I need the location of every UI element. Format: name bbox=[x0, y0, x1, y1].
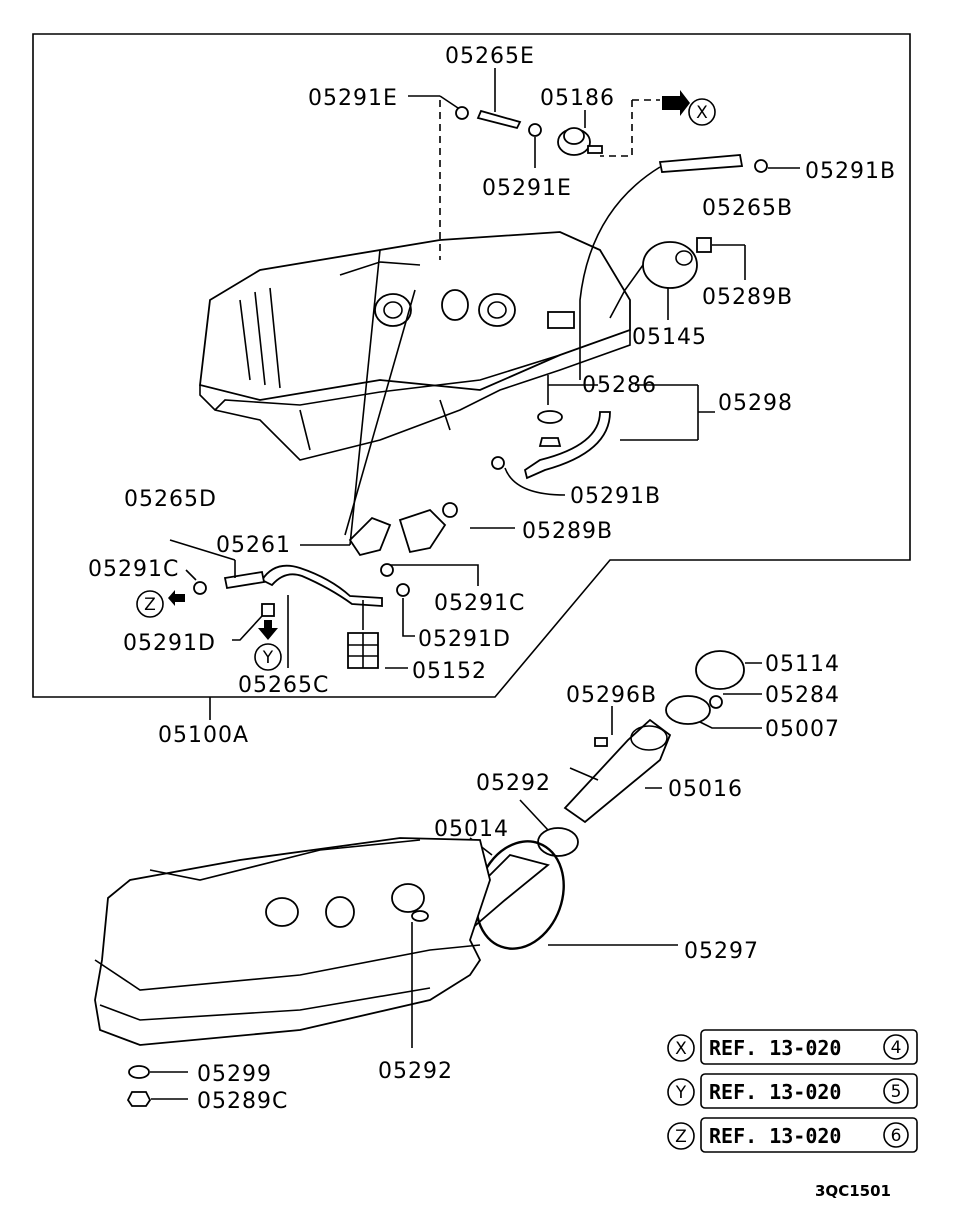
label-05265C: 05265C bbox=[238, 673, 329, 698]
hose-05265B bbox=[658, 154, 744, 173]
label-05291B-mid: 05291B bbox=[570, 484, 661, 509]
reference-number: 5 bbox=[891, 1082, 902, 1102]
nut-05289C bbox=[126, 1091, 152, 1107]
clip-05291E-left bbox=[455, 106, 469, 120]
label-05265D: 05265D bbox=[124, 487, 217, 512]
label-05284: 05284 bbox=[765, 683, 840, 708]
sender-unit-05145 bbox=[609, 237, 746, 320]
drawing-code: 3QC1501 bbox=[815, 1182, 891, 1200]
leaders-top bbox=[408, 68, 800, 260]
svg-text:X: X bbox=[696, 103, 708, 123]
reference-row-z: Z REF. 13-020 6 bbox=[667, 1117, 918, 1153]
label-05016: 05016 bbox=[668, 777, 743, 802]
washer-05299 bbox=[128, 1065, 150, 1079]
hose-05298 bbox=[523, 411, 611, 480]
pump-assembly bbox=[168, 249, 515, 669]
marker-y: Y bbox=[254, 643, 282, 671]
label-05186: 05186 bbox=[540, 86, 615, 111]
hose-05265C bbox=[260, 564, 383, 607]
label-05291C-right: 05291C bbox=[434, 591, 525, 616]
label-05265B: 05265B bbox=[702, 196, 793, 221]
reference-text: REF. 13-020 bbox=[709, 1080, 841, 1104]
label-05007: 05007 bbox=[765, 717, 840, 742]
label-05298: 05298 bbox=[718, 391, 793, 416]
label-05296B: 05296B bbox=[566, 683, 657, 708]
label-05261: 05261 bbox=[216, 533, 291, 558]
marker-z: Z bbox=[136, 590, 164, 618]
label-05299: 05299 bbox=[197, 1062, 272, 1087]
drain-parts bbox=[491, 375, 715, 496]
label-05152: 05152 bbox=[412, 659, 487, 684]
hose-05265E bbox=[476, 109, 522, 130]
label-05291B-top: 05291B bbox=[805, 159, 896, 184]
fuel-cap-05114 bbox=[695, 650, 745, 690]
label-05265E-top: 05265E bbox=[445, 44, 535, 69]
reference-marker: Z bbox=[675, 1127, 687, 1147]
reference-number: 6 bbox=[891, 1126, 902, 1146]
upper-fuel-tank bbox=[199, 231, 631, 461]
label-05014: 05014 bbox=[434, 817, 509, 842]
reference-text: REF. 13-020 bbox=[709, 1124, 841, 1148]
assembly-boundary bbox=[32, 33, 911, 698]
valve-05186 bbox=[557, 127, 603, 156]
filler-neck-05016 bbox=[563, 718, 672, 824]
reference-row-y: Y REF. 13-020 5 bbox=[667, 1073, 918, 1109]
label-05289B-mid: 05289B bbox=[522, 519, 613, 544]
reference-number: 4 bbox=[891, 1038, 902, 1058]
arrow-to-x bbox=[662, 90, 690, 116]
label-05114: 05114 bbox=[765, 652, 840, 677]
label-05291C-left: 05291C bbox=[88, 557, 179, 582]
label-05100A: 05100A bbox=[158, 723, 249, 748]
label-05145: 05145 bbox=[632, 325, 707, 350]
clip-05291B-top bbox=[754, 159, 768, 173]
reference-marker: X bbox=[675, 1039, 687, 1059]
label-05289C: 05289C bbox=[197, 1089, 288, 1114]
hose-05265D bbox=[223, 570, 266, 590]
hose-05265B-curve bbox=[579, 166, 661, 380]
lower-fuel-tank bbox=[94, 837, 491, 1048]
label-05291E-mid: 05291E bbox=[482, 176, 572, 201]
clamp-05292-top bbox=[537, 827, 579, 857]
label-05291E-top: 05291E bbox=[308, 86, 398, 111]
label-05291D-right: 05291D bbox=[418, 627, 511, 652]
label-05292-top: 05292 bbox=[476, 771, 551, 796]
reference-row-x: X REF. 13-020 4 bbox=[667, 1029, 918, 1065]
label-05286: 05286 bbox=[582, 373, 657, 398]
reference-marker: Y bbox=[675, 1083, 687, 1103]
svg-text:Y: Y bbox=[262, 648, 274, 668]
top-hose-group bbox=[455, 106, 768, 380]
bottom-hardware bbox=[126, 1065, 188, 1107]
part-labels: 05265E 05291E 05186 05291E 05291B 05265B… bbox=[88, 44, 896, 1114]
label-05291D-left: 05291D bbox=[123, 631, 216, 656]
label-05289B-top: 05289B bbox=[702, 285, 793, 310]
reference-text: REF. 13-020 bbox=[709, 1036, 841, 1060]
label-05297: 05297 bbox=[684, 939, 759, 964]
marker-x: X bbox=[688, 98, 716, 126]
gasket-05007 bbox=[665, 695, 711, 725]
label-05292-bottom: 05292 bbox=[378, 1059, 453, 1084]
clip-05291E-right bbox=[528, 123, 542, 137]
svg-text:Z: Z bbox=[144, 595, 156, 615]
